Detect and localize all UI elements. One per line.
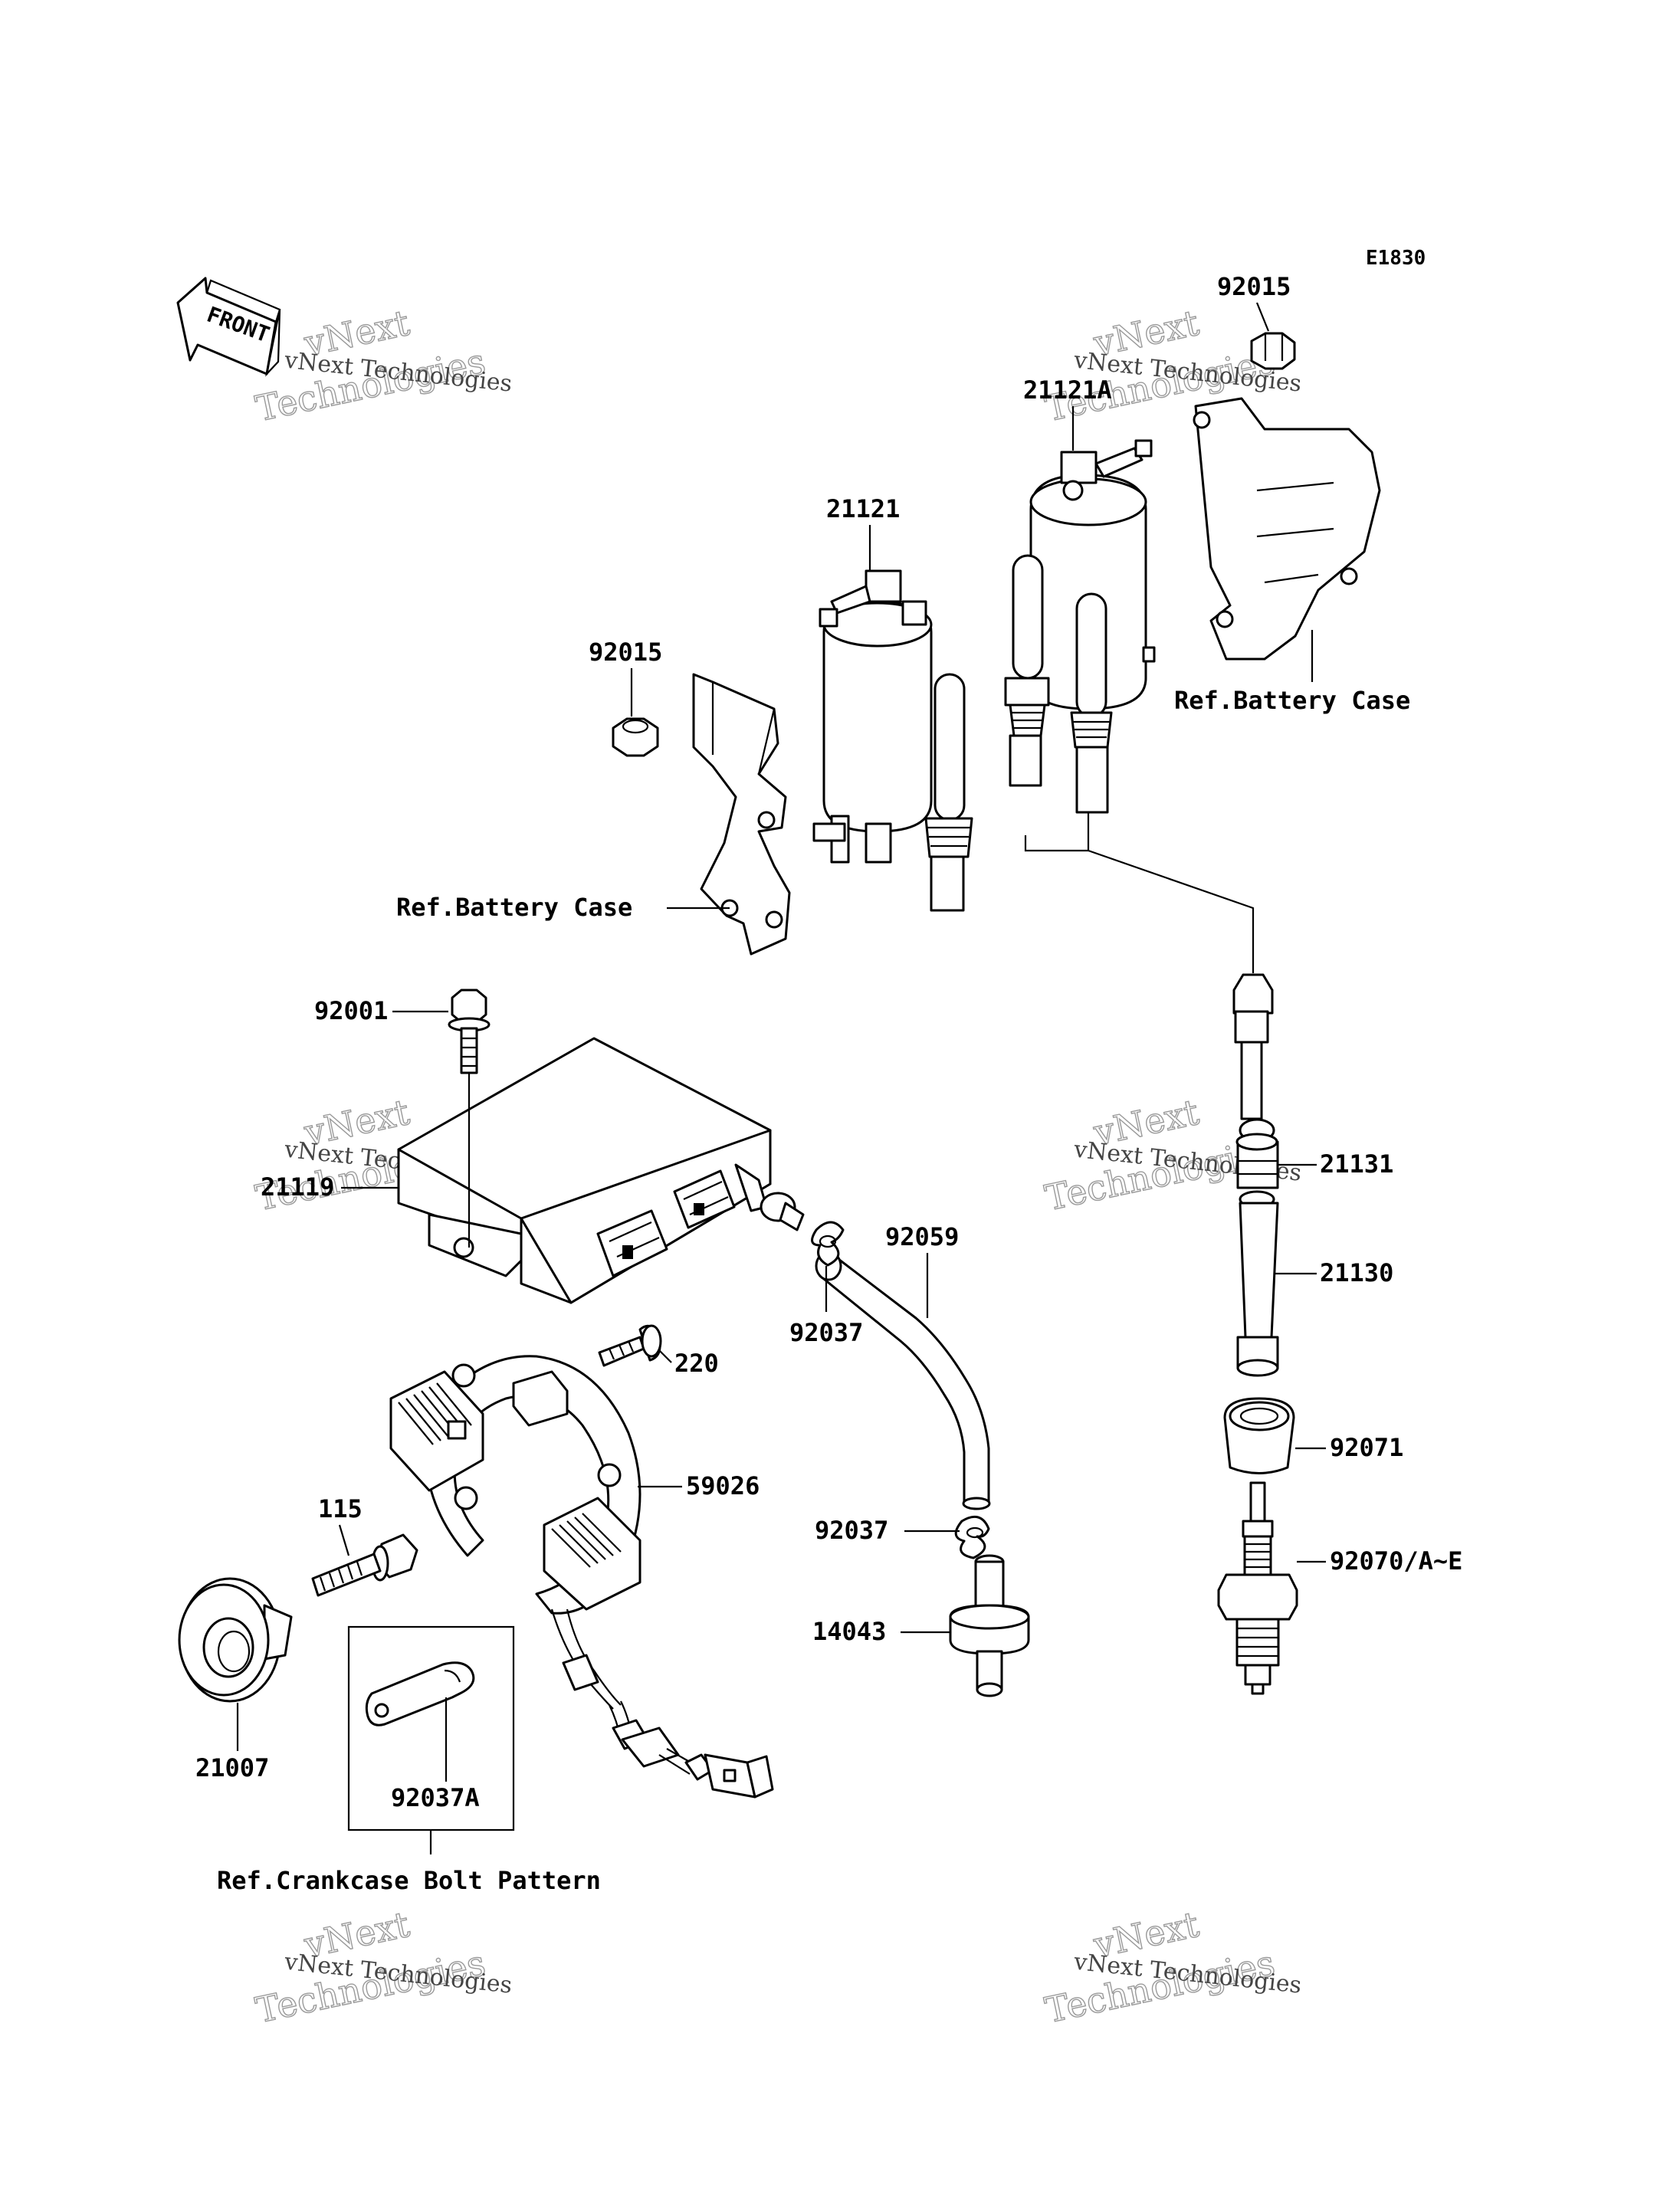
callout-92015-left: 92015: [589, 638, 662, 667]
nut-92015-left: [612, 717, 659, 757]
callout-92001: 92001: [314, 996, 388, 1025]
bolt-115: [311, 1533, 418, 1597]
callout-21121: 21121: [826, 494, 900, 523]
ignition-coil-21121A: [1004, 439, 1156, 814]
callout-59026: 59026: [686, 1471, 760, 1500]
ht-lead-bracket: [1024, 812, 1255, 973]
callout-92037-upper: 92037: [789, 1318, 863, 1347]
callout-21007: 21007: [195, 1753, 269, 1782]
callout-21121A: 21121A: [1023, 375, 1112, 405]
callout-92037-lower: 92037: [815, 1516, 888, 1545]
callout-92059: 92059: [885, 1222, 959, 1251]
igniter-unit-21119: [397, 1037, 805, 1304]
pickup-coil-plate-59026: [389, 1355, 774, 1799]
timing-rotor-21007: [178, 1577, 293, 1703]
ignition-coil-21121: [812, 569, 973, 912]
clamp-92037-upper: [811, 1221, 845, 1267]
front-arrow-icon: FRONT: [176, 277, 281, 377]
battery-case-bracket-right: [1193, 397, 1381, 661]
callout-92071: 92071: [1330, 1433, 1403, 1462]
spark-plug-92070: [1217, 1481, 1298, 1695]
callout-14043: 14043: [812, 1617, 886, 1646]
callout-21130: 21130: [1320, 1258, 1393, 1287]
callout-92070: 92070/A~E: [1330, 1546, 1462, 1576]
callout-92037A: 92037A: [391, 1783, 480, 1812]
ref-battery-case-right: Ref.Battery Case: [1174, 686, 1410, 715]
callout-92015-top: 92015: [1217, 272, 1291, 301]
ref-crankcase-bolt-pattern: Ref.Crankcase Bolt Pattern: [217, 1866, 601, 1895]
diagram-code: E1830: [1366, 247, 1426, 270]
callout-21131: 21131: [1320, 1149, 1393, 1179]
callout-220: 220: [674, 1349, 719, 1378]
vacuum-valve-14043: [949, 1554, 1030, 1697]
battery-case-bracket-left: [692, 673, 791, 956]
screw-220: [598, 1324, 662, 1367]
clamp-92037A: [365, 1661, 475, 1726]
bolt-92001: [448, 989, 491, 1074]
cap-seal-92071: [1223, 1397, 1295, 1474]
callout-115: 115: [318, 1494, 363, 1523]
callout-21119: 21119: [261, 1172, 334, 1202]
nut-92015-top: [1250, 332, 1296, 370]
vacuum-hose-92059: [815, 1251, 991, 1510]
plug-cap-21130: [1232, 973, 1279, 1377]
clamp-92037-lower: [954, 1515, 990, 1559]
ref-battery-case-left: Ref.Battery Case: [396, 893, 632, 922]
